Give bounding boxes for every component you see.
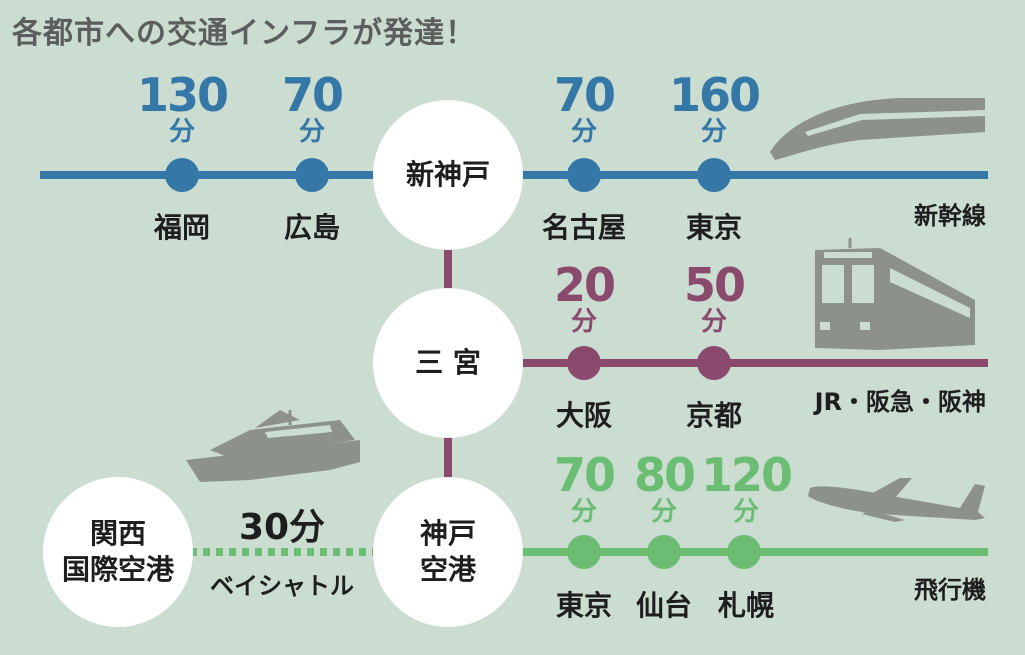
time-value: 50: [683, 258, 746, 312]
stop-name-sendai: 仙台: [635, 589, 693, 622]
stop-name-nagoya: 名古屋: [541, 211, 627, 244]
time-value: 160: [668, 68, 761, 122]
shinkansen-train-icon: [770, 98, 985, 160]
line-name-shinkansen: 新幹線: [914, 202, 986, 230]
stop-name-kyoto: 京都: [685, 399, 743, 432]
station-kansai-airport-label: 関西 国際空港: [61, 517, 174, 586]
time-tokyo: 160 分: [668, 68, 761, 147]
time-unit: 分: [650, 497, 678, 527]
time-value: 80: [633, 448, 696, 502]
stop-dot-tokyo-air: [567, 535, 601, 569]
station-shinkobe-label: 新神戸: [405, 158, 490, 191]
station-kansai-airport: 関西 国際空港: [43, 477, 193, 627]
ferry-icon: [186, 410, 360, 482]
time-value: 130: [136, 68, 229, 122]
stop-dot-tokyo: [697, 158, 731, 192]
station-shinkobe: 新神戸: [373, 100, 523, 250]
time-tokyo-air: 70 分: [553, 448, 616, 527]
time-unit: 分: [570, 497, 598, 527]
time-value: 70: [553, 448, 616, 502]
time-value: 20: [553, 258, 616, 312]
station-kobe-airport-label: 神戸 空港: [419, 517, 476, 586]
station-sannomiya-label: 三 宮: [415, 346, 481, 379]
time-unit: 分: [700, 117, 727, 147]
time-sapporo: 120 分: [700, 448, 793, 527]
stop-dot-nagoya: [567, 158, 601, 192]
time-unit: 分: [168, 117, 195, 147]
stop-dot-sapporo: [727, 535, 761, 569]
time-unit: 分: [700, 307, 728, 337]
time-value: 70: [281, 68, 344, 122]
time-osaka: 20 分: [553, 258, 616, 337]
time-unit: 分: [298, 117, 326, 147]
time-nagoya: 70 分: [553, 68, 616, 147]
shuttle-name: ベイシャトル: [210, 572, 354, 600]
commuter-train-icon: [815, 238, 975, 350]
time-value: 70: [553, 68, 616, 122]
time-fukuoka: 130 分: [136, 68, 229, 147]
time-hiroshima: 70 分: [281, 68, 344, 147]
time-value: 120: [700, 448, 793, 502]
line-name-jr: JR・阪急・阪神: [814, 388, 986, 416]
stop-name-sapporo: 札幌: [717, 589, 775, 622]
stop-name-fukuoka: 福岡: [153, 211, 211, 244]
page-title: 各都市への交通インフラが発達！: [12, 16, 477, 51]
shuttle-time: 30分: [238, 507, 326, 548]
time-unit: 分: [732, 497, 759, 527]
stop-dot-hiroshima: [295, 158, 329, 192]
stop-dot-osaka: [567, 346, 601, 380]
stop-dot-sendai: [647, 535, 681, 569]
stop-dot-fukuoka: [165, 158, 199, 192]
stop-dot-kyoto: [697, 346, 731, 380]
stop-name-hiroshima: 広島: [283, 211, 341, 244]
station-sannomiya: 三 宮: [373, 288, 523, 438]
stop-name-osaka: 大阪: [555, 399, 613, 432]
time-sendai: 80 分: [633, 448, 696, 527]
time-kyoto: 50 分: [683, 258, 746, 337]
stop-name-tokyo-air: 東京: [555, 589, 613, 622]
line-name-air: 飛行機: [914, 576, 986, 604]
time-unit: 分: [570, 307, 598, 337]
stop-name-tokyo: 東京: [685, 211, 743, 244]
airplane-icon: [808, 478, 985, 522]
station-kobe-airport: 神戸 空港: [373, 477, 523, 627]
time-unit: 分: [570, 117, 598, 147]
